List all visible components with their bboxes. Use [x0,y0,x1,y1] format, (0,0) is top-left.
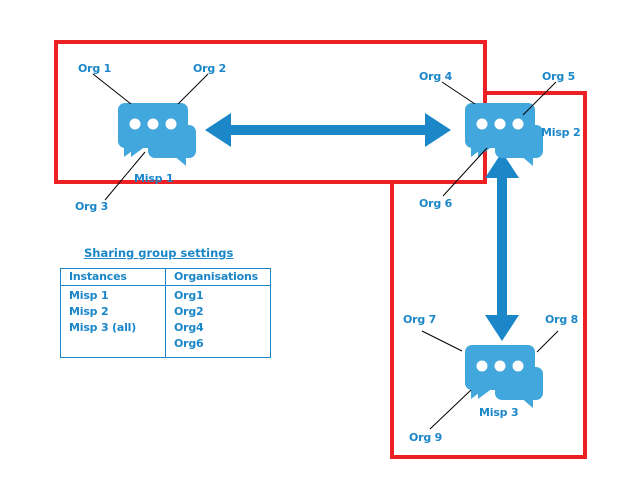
table-row: Misp 2 Org2 [60,304,271,320]
misp3-chat-icon [465,345,543,408]
arrow-misp2-misp3 [485,152,519,341]
leader-org6 [442,147,488,197]
cell-organisation: Org4 [174,321,204,334]
table-row: Org6 [60,336,271,358]
org-label-org2: Org 2 [193,62,227,75]
sharing-group-settings-title: Sharing group settings [84,246,234,260]
red-boundary-left [54,40,487,184]
cell-instance: Misp 1 [60,285,166,304]
org-label-org7: Org 7 [403,313,437,326]
leader-org2 [177,73,209,105]
red-boundary-right [390,91,587,459]
org-label-org6: Org 6 [419,197,453,210]
column-header-instances: Instances [60,268,166,286]
cell-organisation: Org6 [174,337,204,350]
leader-org1 [92,73,132,105]
sharing-group-settings-table: Instances Organisations Misp 1 Org1 Misp… [60,268,271,358]
org-label-org5: Org 5 [542,70,576,83]
leader-org7 [421,330,463,352]
leader-org3 [104,151,146,201]
leader-org8 [536,330,559,353]
table-header-row: Instances Organisations [60,268,271,286]
org-label-org1: Org 1 [78,62,112,75]
org-label-org9: Org 9 [409,431,443,444]
cell-organisation: Org2 [174,305,204,318]
table-row: Misp 1 Org1 [60,285,271,304]
instance-label-misp2: Misp 2 [541,126,581,139]
arrow-misp1-misp2 [205,113,451,147]
cell-instance: Misp 3 (all) [60,320,166,336]
leader-org4 [441,81,476,105]
leader-org9 [429,389,472,430]
org-label-org8: Org 8 [545,313,579,326]
misp1-chat-icon [118,103,196,166]
instance-label-misp3: Misp 3 [479,406,519,419]
org-label-org4: Org 4 [419,70,453,83]
cell-instance [60,336,166,358]
org-label-org3: Org 3 [75,200,109,213]
cell-organisation: Org1 [174,289,204,302]
cell-instance: Misp 2 [60,304,166,320]
instance-label-misp1: Misp 1 [134,172,174,185]
misp2-chat-icon [465,103,543,166]
column-header-organisations: Organisations [165,268,271,286]
leader-org5 [522,81,557,116]
table-row: Misp 3 (all) Org4 [60,320,271,336]
